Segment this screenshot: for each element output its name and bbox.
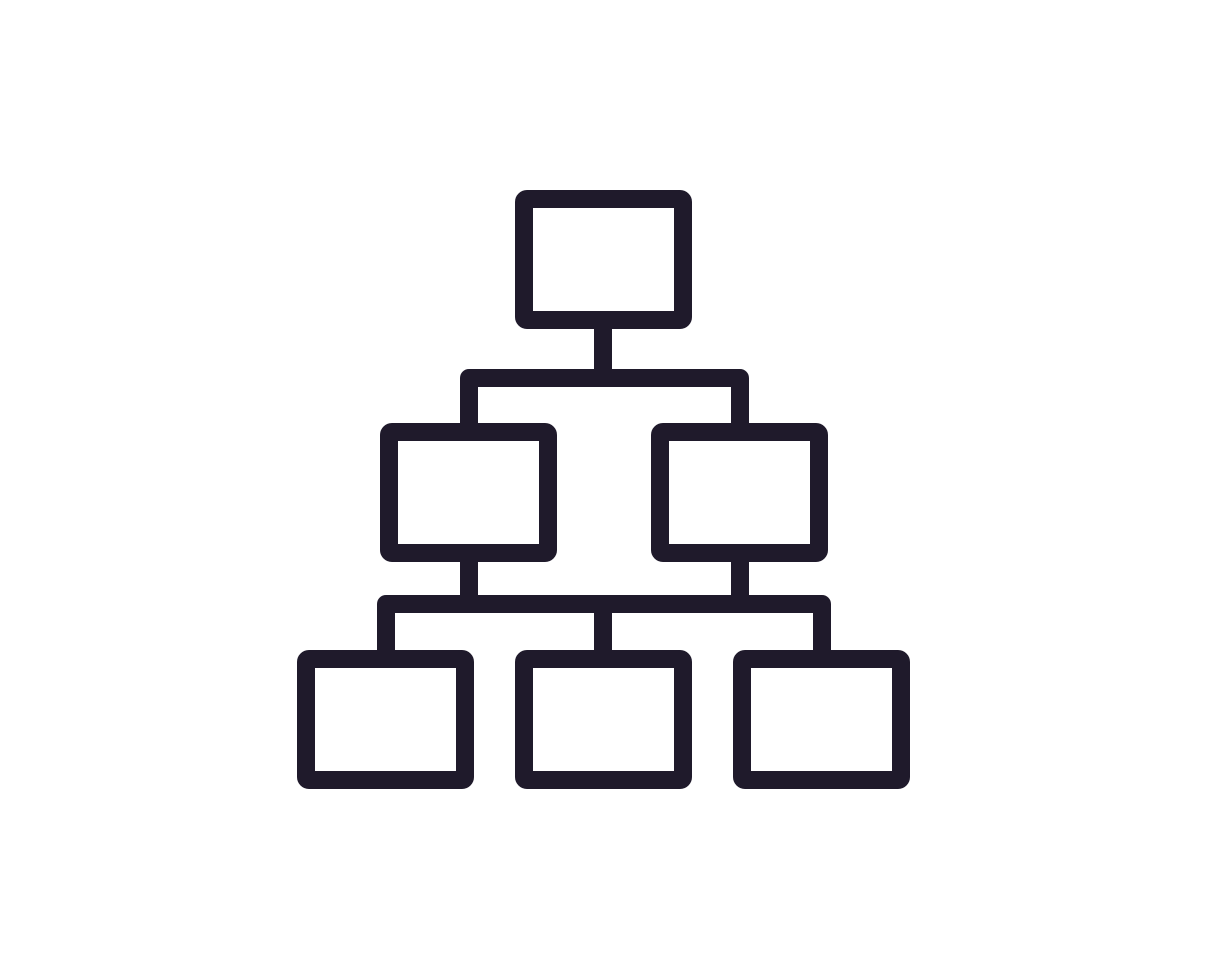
node-level3-left: [297, 650, 474, 789]
node-level2-right: [651, 423, 828, 562]
connector-level2-to-level3: [377, 553, 831, 659]
connector-root-to-level2: [460, 320, 749, 441]
node-level2-left: [380, 423, 557, 562]
node-level3-right: [733, 650, 910, 789]
connector-lines: [377, 320, 831, 659]
node-root: [515, 190, 692, 329]
node-level3-center: [515, 650, 692, 789]
